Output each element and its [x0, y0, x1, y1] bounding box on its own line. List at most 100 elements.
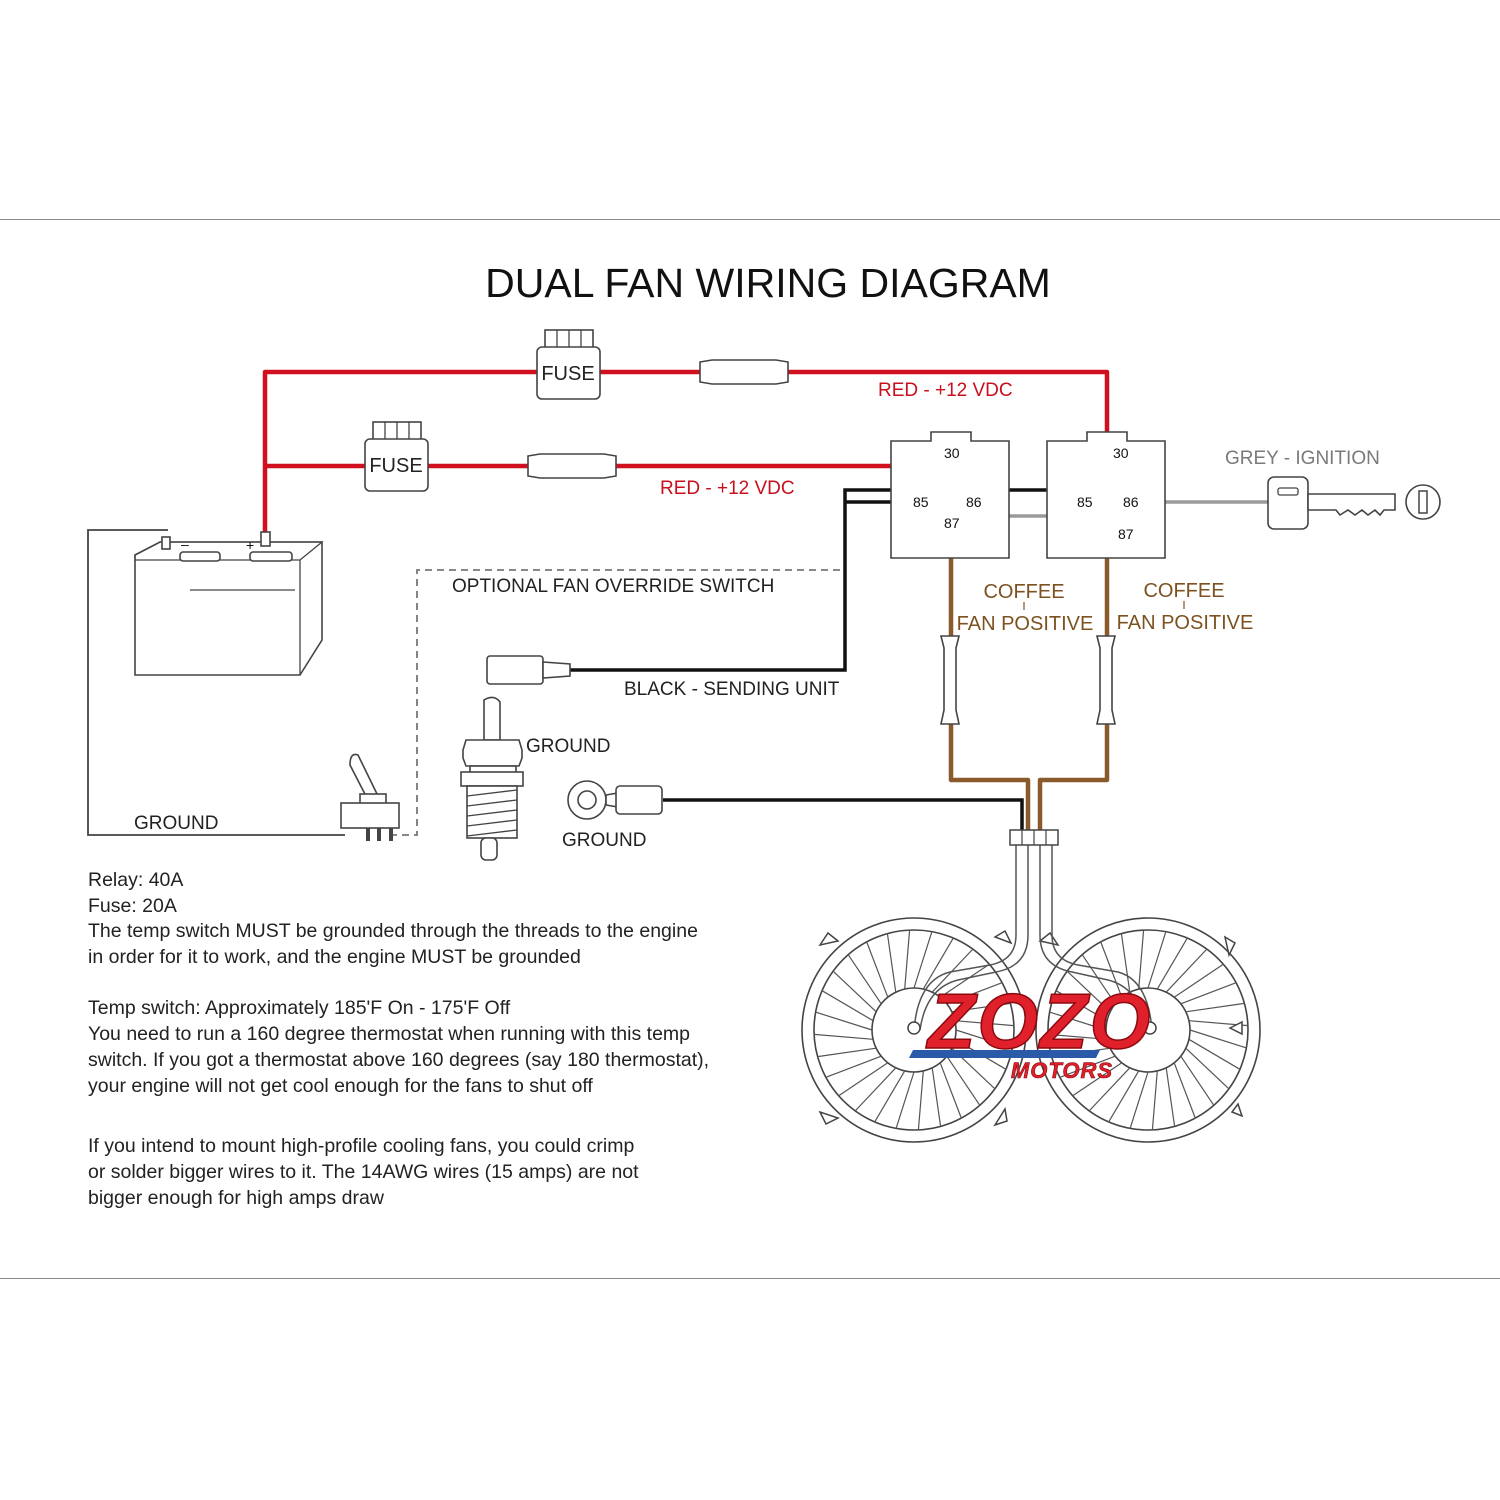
label-override: OPTIONAL FAN OVERRIDE SWITCH — [452, 576, 774, 597]
fan-blade — [922, 937, 954, 990]
label-grey-ignition: GREY - IGNITION — [1225, 448, 1380, 469]
fan-blade — [1188, 1038, 1241, 1070]
fan-blade — [817, 1047, 877, 1058]
label-coffee-right-1: COFFEE — [1143, 580, 1224, 602]
ignition-key-icon — [1267, 476, 1441, 530]
zozo-motors-logo: ZOZO MOTORS — [909, 976, 1153, 1083]
fan-blade — [1173, 963, 1224, 998]
fan-blade — [946, 982, 1003, 1005]
fan-blade — [1049, 1011, 1107, 1031]
fan-blade — [917, 1070, 924, 1130]
note-wires-2: or solder bigger wires to it. The 14AWG … — [88, 1161, 639, 1183]
fan-blade — [931, 1067, 942, 1127]
label-ground-battery: GROUND — [134, 813, 218, 834]
relay-left-pin85: 85 — [913, 494, 929, 510]
note-wires-3: bigger enough for high amps draw — [88, 1187, 384, 1209]
fan-blade — [895, 1071, 915, 1129]
fan-blade — [913, 931, 933, 989]
fan-blade — [814, 1033, 874, 1040]
fan-left-ring — [801, 917, 1027, 1143]
ground-ring-wire — [663, 798, 1024, 830]
fan-blade — [939, 963, 990, 998]
cooling-fans — [801, 829, 1261, 1143]
fan-blade — [1180, 982, 1237, 1005]
relay-left-pin30: 30 — [944, 445, 960, 461]
battery: – + — [134, 531, 324, 676]
logo-brand: ZOZO — [926, 977, 1153, 1065]
fan-blade — [1066, 970, 1111, 1013]
fan-blade — [1156, 937, 1188, 990]
sending-unit-connector — [486, 655, 571, 685]
relay-right-pin87: 87 — [1118, 526, 1134, 542]
fan-right-ring — [1047, 929, 1249, 1131]
fan-blade — [1189, 1029, 1247, 1049]
page-title: DUAL FAN WIRING DIAGRAM — [485, 260, 1051, 306]
note-wires-1: If you intend to mount high-profile cool… — [88, 1135, 635, 1157]
diagram-frame — [0, 219, 1500, 1279]
fan-blade — [821, 990, 874, 1022]
relay-left-pin87: 87 — [944, 515, 960, 531]
fan-blade — [1151, 1070, 1158, 1130]
fan-blade — [904, 930, 911, 990]
label-black-sending: BLACK - SENDING UNIT — [624, 679, 840, 700]
fan-blade — [1138, 930, 1145, 990]
fan-blade — [815, 1011, 873, 1031]
relay-right-pin30: 30 — [1113, 445, 1129, 461]
fan-blade — [866, 941, 889, 998]
fuse-top-label: FUSE — [541, 363, 594, 385]
override-toggle-switch — [340, 753, 400, 841]
ground-ring-terminal — [567, 780, 663, 820]
red-wire-top — [262, 369, 1110, 536]
fan-blade — [1088, 1067, 1131, 1112]
note-temp-ground-1: The temp switch MUST be grounded through… — [88, 920, 698, 942]
fan-blade — [886, 933, 897, 993]
fuse-bottom-label: FUSE — [369, 455, 422, 477]
relay-right-pin85: 85 — [1077, 494, 1093, 510]
fan-blade — [951, 1002, 1011, 1013]
fan-blade — [1120, 933, 1131, 993]
note-relay: Relay: 40A — [88, 869, 184, 891]
fan-blade — [1185, 1002, 1245, 1013]
label-ground-ring: GROUND — [562, 830, 646, 851]
temp-sensor-icon — [460, 696, 524, 861]
fan-blade — [939, 1062, 962, 1119]
note-temp-switch: Temp switch: Approximately 185'F On - 17… — [88, 997, 511, 1019]
fan-blade — [838, 1062, 889, 1097]
relay-right: 30 85 86 87 — [1046, 431, 1166, 559]
fan-blade — [1055, 990, 1108, 1022]
label-red-bottom: RED - +12 VDC — [660, 478, 795, 499]
label-red-top: RED - +12 VDC — [878, 380, 1013, 401]
note-thermo-3: your engine will not get cool enough for… — [88, 1075, 593, 1097]
relay-right-pin86: 86 — [1123, 494, 1139, 510]
fan-blade — [1165, 1067, 1176, 1127]
fan-blade — [1180, 1055, 1215, 1106]
note-thermo-2: switch. If you got a thermostat above 16… — [88, 1049, 710, 1071]
fan-blade — [1059, 1055, 1116, 1078]
label-coffee-left-1: COFFEE — [983, 581, 1064, 603]
fan-blade — [832, 970, 877, 1013]
override-dashed-line — [392, 569, 840, 836]
fan-blade — [931, 948, 974, 993]
logo-sub: MOTORS — [1011, 1058, 1113, 1083]
inline-connectors — [527, 359, 1117, 725]
label-coffee-left-2: FAN POSITIVE — [957, 613, 1094, 635]
fan-blade — [1072, 1062, 1123, 1097]
fan-blade — [1147, 931, 1167, 989]
fan-blade — [1048, 1033, 1108, 1040]
note-thermo-1: You need to run a 160 degree thermostat … — [88, 1023, 691, 1045]
fan-blade — [1081, 954, 1116, 1005]
fan-blade — [1173, 1062, 1196, 1119]
battery-pos-sign: + — [246, 537, 254, 553]
fan-blade — [946, 1055, 981, 1106]
fan-blade — [1165, 948, 1208, 993]
note-fuse: Fuse: 20A — [88, 895, 177, 917]
fan-blade — [1100, 941, 1123, 998]
battery-ground-wire — [87, 529, 345, 836]
fan-blade — [874, 1070, 906, 1123]
fuse-top: FUSE — [536, 329, 601, 400]
fan-blade — [854, 1067, 897, 1112]
battery-neg-sign: – — [181, 536, 189, 552]
fan-blade — [954, 1020, 1014, 1027]
relay-left-pin86: 86 — [966, 494, 982, 510]
